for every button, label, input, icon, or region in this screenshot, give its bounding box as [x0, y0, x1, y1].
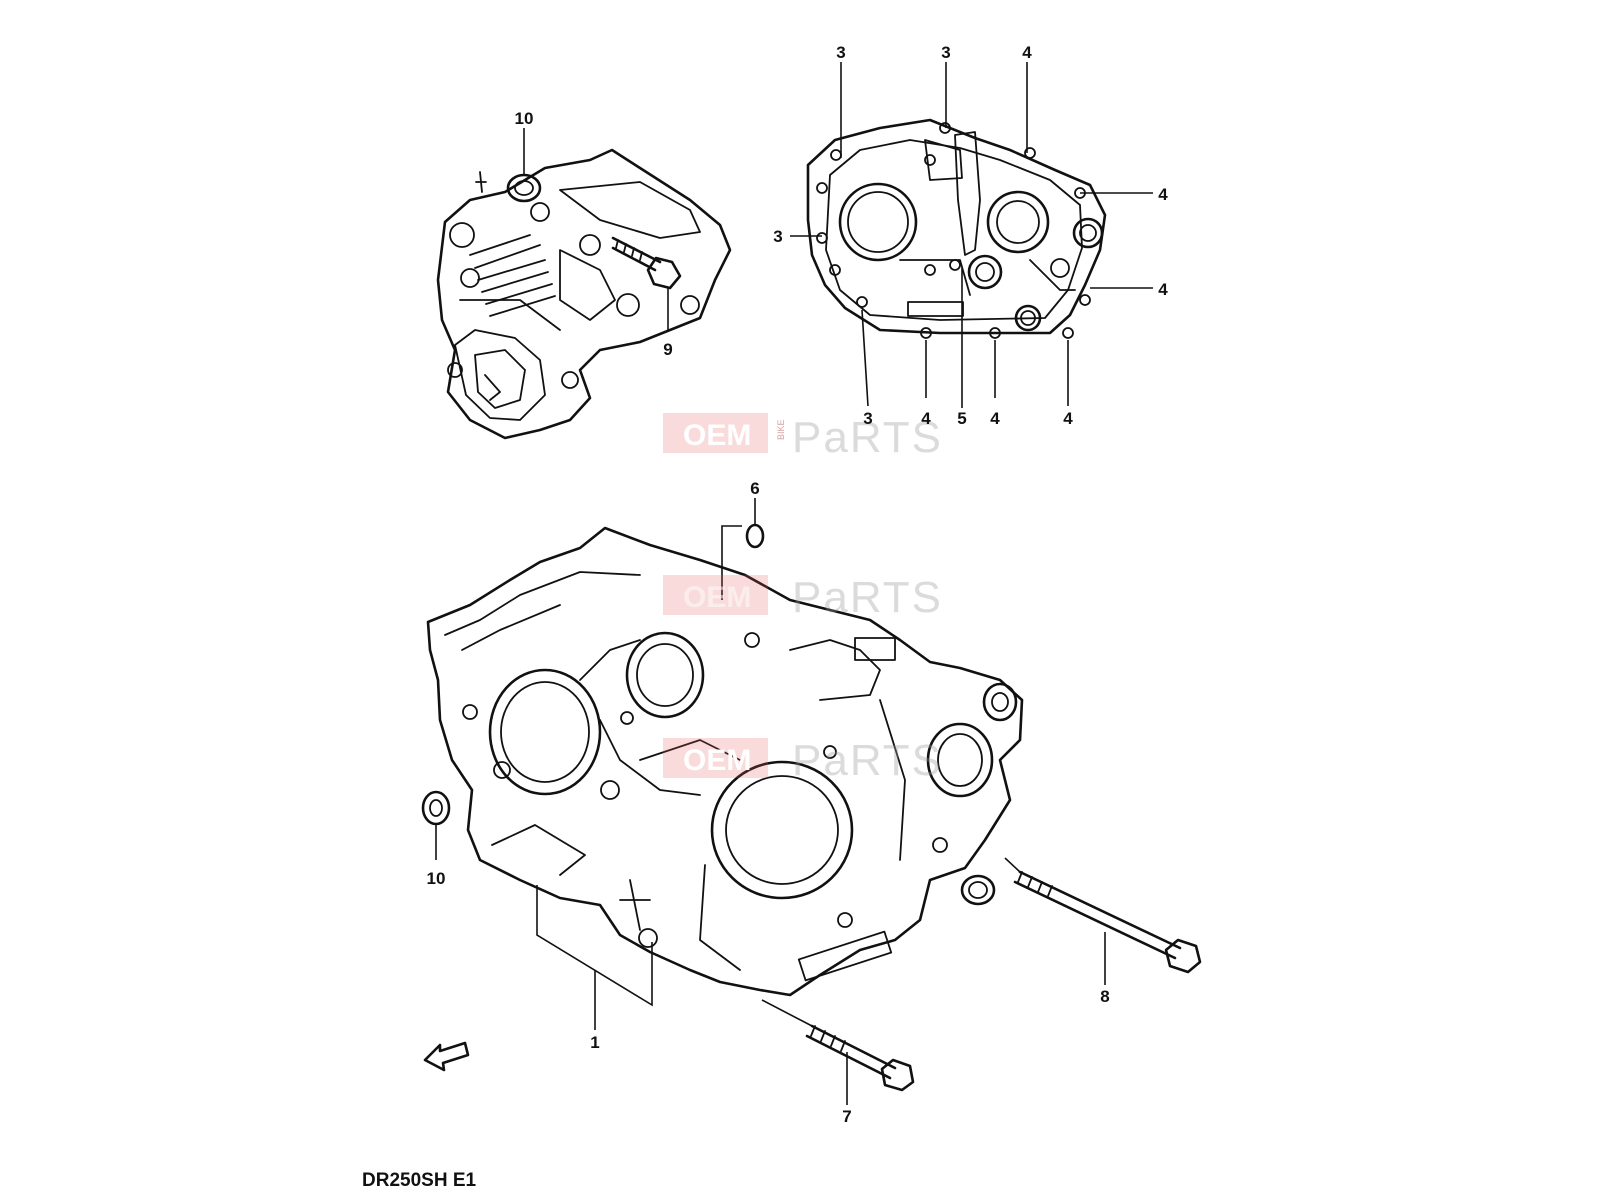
part-10-lower-seal: [421, 790, 451, 860]
watermark-bike-text: BIKE: [776, 419, 786, 440]
callout-labels: 10 9 3 3 4 4 3 4 3 4 5 4 4 6 10 8 1 7: [427, 43, 1169, 1126]
callout-9: 9: [663, 340, 672, 359]
callout-4-bottom-left: 4: [921, 409, 931, 428]
part-1-bracket: [536, 885, 653, 1030]
callout-4-right-upper: 4: [1158, 185, 1168, 204]
watermark-oem-text: OEM: [683, 419, 751, 452]
part-9-bolt: [611, 236, 682, 332]
watermark-lower: OEM PaRTS: [663, 736, 943, 785]
part-8-long-bolt: [1004, 857, 1202, 985]
crankcase-right-half-drawing: [436, 148, 732, 440]
crankcase-assembly-drawing: [426, 526, 1024, 997]
watermark-top: OEM BIKE PaRTS: [663, 413, 943, 462]
callout-5: 5: [957, 409, 966, 428]
part-7-bolt: [761, 999, 915, 1105]
front-direction-arrow: [423, 1041, 470, 1072]
crankcase-mating-face-drawing: [806, 118, 1107, 335]
callout-3-bottom: 3: [863, 409, 872, 428]
watermark-parts-text: PaRTS: [792, 736, 943, 785]
model-label: DR250SH E1: [362, 1170, 476, 1191]
callout-3-top-center: 3: [941, 43, 950, 62]
callout-10-lower: 10: [427, 869, 446, 888]
callout-7: 7: [842, 1107, 851, 1126]
callout-4-bottom-center: 4: [990, 409, 1000, 428]
callout-4-top-right: 4: [1022, 43, 1032, 62]
watermark-middle: OEM PaRTS: [663, 573, 943, 622]
watermark-parts-text: PaRTS: [792, 413, 943, 462]
mating-face-dowel-holes: [816, 122, 1091, 339]
part-6-o-ring: [721, 498, 765, 600]
callout-10-upper: 10: [515, 109, 534, 128]
watermark-parts-text: PaRTS: [792, 573, 943, 622]
callout-4-bottom-right: 4: [1063, 409, 1073, 428]
callout-3-left: 3: [773, 227, 782, 246]
watermark-oem-text: OEM: [683, 744, 751, 777]
callout-1: 1: [590, 1033, 599, 1052]
callout-4-right-lower: 4: [1158, 280, 1168, 299]
callout-8: 8: [1100, 987, 1109, 1006]
callout-6: 6: [750, 479, 759, 498]
watermark-oem-text: OEM: [683, 581, 751, 614]
mating-face-leaders: [790, 62, 1153, 408]
part-10-upper-seal: [506, 128, 542, 203]
small-dowel-mark: [475, 171, 487, 193]
callout-3-top-left: 3: [836, 43, 845, 62]
